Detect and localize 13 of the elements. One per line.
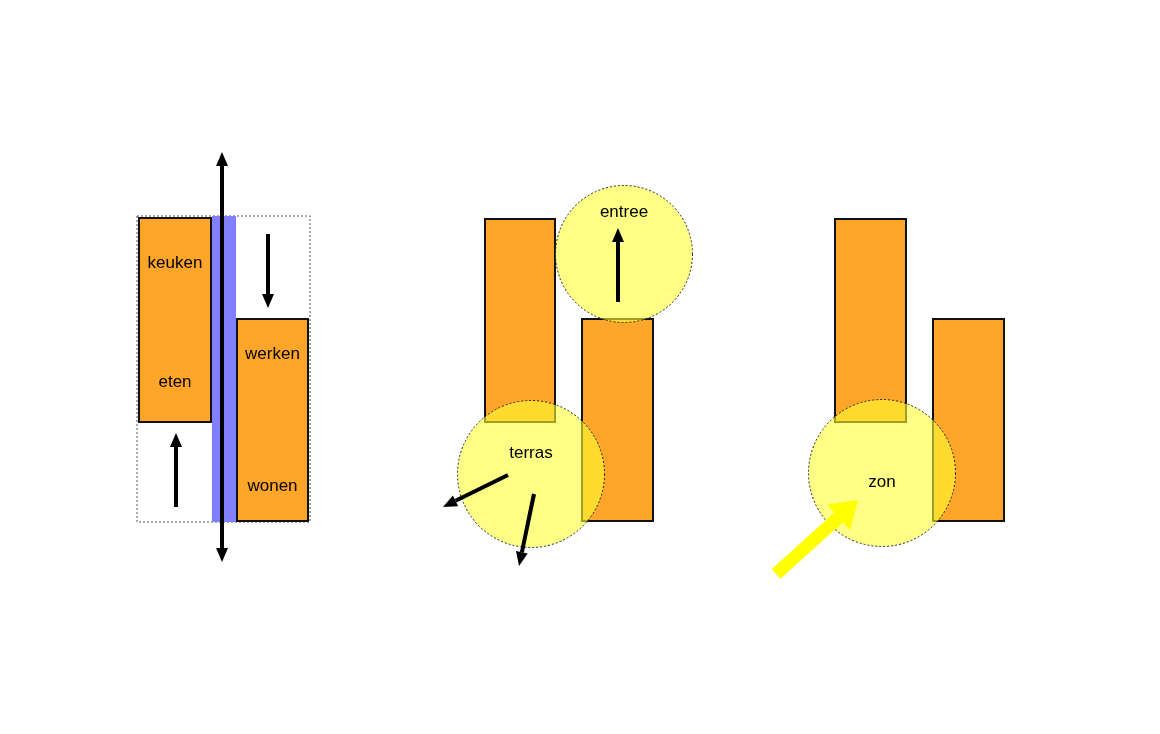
building-block — [484, 218, 556, 423]
zone-label: werken — [245, 344, 300, 364]
zone-label: zon — [868, 472, 896, 492]
building-block — [581, 318, 654, 522]
zone-label: eten — [158, 372, 192, 392]
building-block — [138, 217, 212, 423]
building-block — [834, 218, 907, 423]
zone-label: terras — [509, 443, 553, 463]
building-block — [236, 318, 309, 522]
zone-label: wonen — [247, 476, 298, 496]
building-block — [932, 318, 1005, 522]
zone-label: keuken — [147, 253, 203, 273]
zone-label: entree — [599, 202, 649, 222]
